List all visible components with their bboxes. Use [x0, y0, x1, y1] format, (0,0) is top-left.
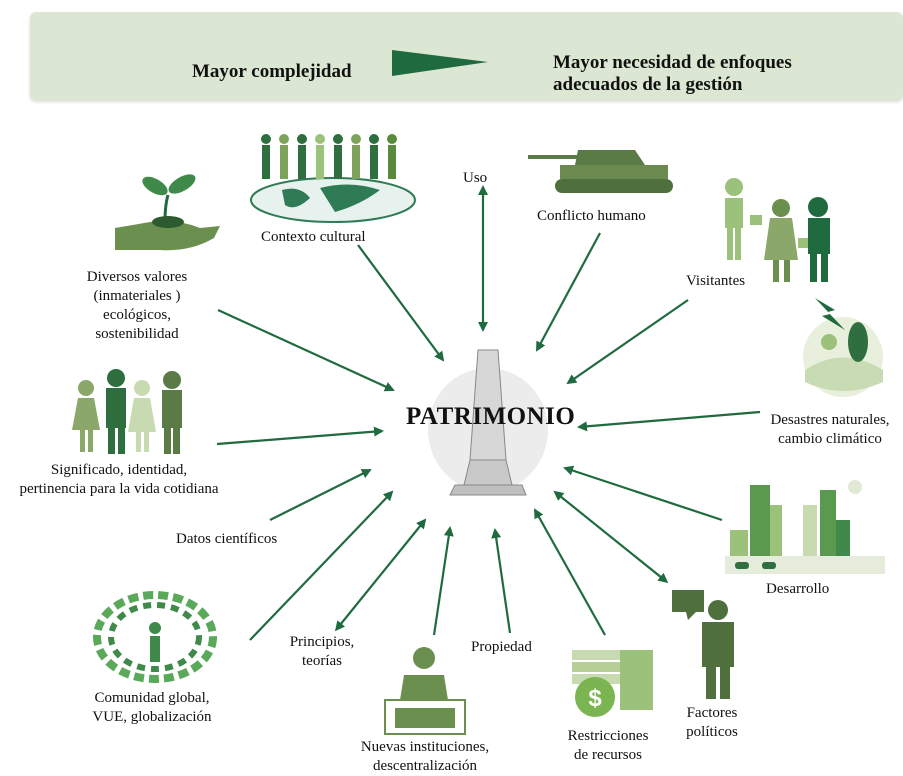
banner-left-text: Mayor complejidad	[192, 61, 352, 82]
hand-plant-icon	[115, 174, 220, 251]
center-label: PATRIMONIO	[406, 403, 576, 430]
tank-icon	[528, 150, 673, 193]
banner-right-line-2: adecuados de la gestión	[553, 74, 743, 95]
label-instituciones: Nuevas instituciones, descentralización	[345, 738, 505, 776]
label-factores-line-1: Factores	[686, 705, 738, 721]
label-valores-line-4: sostenibilidad	[95, 326, 179, 342]
label-valores-line-1: Diversos valores	[86, 269, 188, 285]
label-restricciones-line-1: Restricciones	[567, 728, 649, 744]
label-desastres-line-1: Desastres naturales,	[770, 412, 890, 428]
arrow-principios	[334, 518, 427, 632]
arrow-significado	[216, 426, 384, 446]
banner-right-text: Mayor necesidad de enfoques adecuados de…	[553, 52, 792, 96]
label-valores: Diversos valores (inmateriales ) ecológi…	[62, 268, 212, 344]
label-instituciones-line-1: Nuevas instituciones,	[360, 739, 490, 755]
family-icon	[72, 369, 182, 454]
banner-arrow-icon	[392, 50, 488, 76]
city-icon	[725, 480, 885, 574]
dollar-sign: $	[588, 685, 602, 712]
label-significado-line-2: pertinencia para la vida cotidiana	[19, 481, 219, 497]
label-valores-line-3: ecológicos,	[103, 307, 171, 323]
label-desarrollo: Desarrollo	[766, 581, 830, 597]
label-significado-line-1: Significado, identidad,	[50, 462, 188, 478]
label-contexto: Contexto cultural	[261, 229, 366, 245]
label-datos: Datos científicos	[176, 531, 278, 547]
label-comunidad-line-2: VUE, globalización	[92, 709, 212, 725]
label-significado: Significado, identidad, pertinencia para…	[8, 461, 230, 499]
banner-right-line-1: Mayor necesidad de enfoques	[553, 52, 792, 73]
arrow-visitantes	[566, 299, 689, 385]
label-comunidad-line-1: Comunidad global,	[94, 690, 210, 706]
arrow-comunidad	[249, 490, 394, 641]
label-comunidad: Comunidad global, VUE, globalización	[72, 689, 232, 727]
label-restricciones-line-2: de recursos	[574, 747, 642, 763]
community-circle-icon	[93, 591, 217, 683]
label-principios: Principios, teorías	[282, 633, 362, 671]
arrow-restricciones	[534, 508, 606, 636]
arrow-propiedad	[491, 528, 512, 634]
label-desastres-line-2: cambio climático	[778, 431, 882, 447]
label-valores-line-2: (inmateriales )	[93, 288, 181, 304]
label-restricciones: Restricciones de recursos	[553, 727, 663, 765]
disaster-icon	[803, 298, 883, 397]
visitors-icon	[725, 178, 830, 282]
globe-people-icon	[250, 134, 416, 223]
arrow-factores	[553, 490, 669, 584]
arrow-desastres	[577, 410, 761, 432]
arrow-desarrollo	[563, 465, 723, 522]
label-visitantes: Visitantes	[686, 273, 746, 289]
label-factores-line-2: políticos	[686, 724, 738, 740]
label-conflicto: Conflicto humano	[537, 208, 646, 224]
label-factores: Factores políticos	[670, 704, 754, 742]
label-instituciones-line-2: descentralización	[372, 758, 478, 774]
arrow-datos	[269, 469, 372, 521]
arrow-conflicto	[536, 232, 601, 352]
money-icon	[572, 650, 653, 717]
monument-icon	[428, 349, 548, 496]
arrow-instituciones	[432, 526, 454, 636]
label-uso: Uso	[463, 170, 488, 186]
label-propiedad: Propiedad	[471, 639, 532, 655]
podium-speaker-icon	[384, 647, 466, 735]
label-desastres: Desastres naturales, cambio climático	[760, 411, 900, 449]
arrow-valores	[217, 308, 395, 392]
politician-icon	[672, 590, 734, 699]
header-banner: Mayor complejidad Mayor necesidad de enf…	[30, 12, 903, 100]
label-principios-line-2: teorías	[302, 653, 342, 669]
label-principios-line-1: Principios,	[289, 634, 355, 650]
arrow-contexto	[357, 244, 445, 362]
